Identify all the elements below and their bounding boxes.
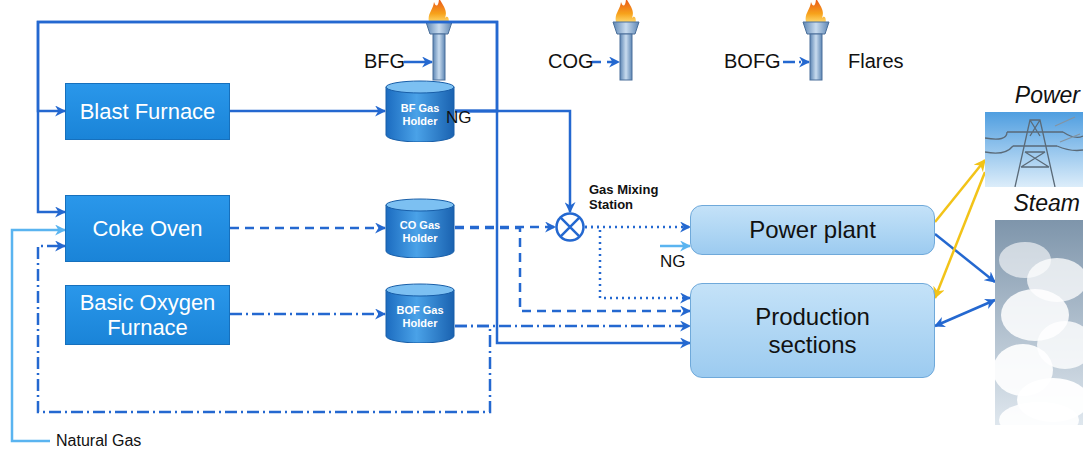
flow-connector xyxy=(585,227,690,298)
plant-box: Power plant xyxy=(690,205,935,255)
node-label: CO Gas Holder xyxy=(392,211,448,245)
flares-title: Flares xyxy=(848,50,904,73)
process-box: Basic Oxygen Furnace xyxy=(65,285,230,345)
station-label: Gas Mixing Station xyxy=(589,182,669,212)
power-picture xyxy=(985,112,1083,187)
mixer-symbol xyxy=(555,212,585,242)
node-label: Basic Oxygen Furnace xyxy=(73,290,223,340)
flow-connector xyxy=(455,111,570,212)
gas-label: BFG xyxy=(364,50,405,73)
flow-connector xyxy=(230,313,385,316)
node-label: Power xyxy=(985,82,1083,108)
process-box: Blast Furnace xyxy=(65,83,230,140)
node-label: BF Gas Holder xyxy=(392,94,448,128)
gas-holder: BF Gas Holder xyxy=(385,80,455,142)
node-label: Power plant xyxy=(749,216,876,244)
power-photo: Power xyxy=(985,82,1083,187)
gas-label: COG xyxy=(548,50,594,73)
gas-label: NG xyxy=(660,252,686,272)
steam-picture xyxy=(995,220,1083,425)
mixing-station: Gas Mixing Station xyxy=(555,212,585,242)
flow-connector xyxy=(38,246,490,412)
flow-connector xyxy=(935,300,995,326)
gas-label: Natural Gas xyxy=(56,432,141,450)
plant-box: Production sections xyxy=(690,283,935,378)
gas-label: NG xyxy=(446,108,472,128)
flare-icons xyxy=(426,0,829,80)
process-box: Coke Oven xyxy=(65,195,230,262)
flow-connector xyxy=(585,226,690,229)
flow-connector xyxy=(455,111,690,343)
steam-photo: Steam xyxy=(995,190,1083,425)
node-label: Blast Furnace xyxy=(80,99,216,124)
node-label: BOF Gas Holder xyxy=(392,296,448,330)
gas-holder: CO Gas Holder xyxy=(385,198,455,258)
gas-holder: BOF Gas Holder xyxy=(385,283,455,343)
node-label: Coke Oven xyxy=(92,216,202,241)
node-label: Production sections xyxy=(728,303,898,359)
flow-connector xyxy=(230,227,385,230)
gas-label: BOFG xyxy=(724,50,781,73)
flow-connector xyxy=(38,22,497,212)
flow-connector xyxy=(455,325,690,328)
flow-connector xyxy=(935,172,985,298)
node-label: Steam xyxy=(995,190,1083,216)
flow-connector xyxy=(230,110,385,113)
